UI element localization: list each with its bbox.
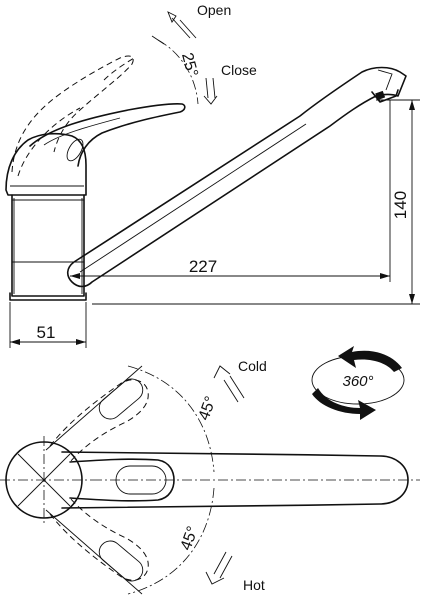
lever-handle-open-position <box>11 55 135 177</box>
dimension-length <box>70 100 391 282</box>
side-view: 227 140 51 25° Open <box>5 2 420 348</box>
open-angle-arc <box>157 39 199 105</box>
hot-angle-ray <box>45 509 143 595</box>
cartridge-cap <box>5 132 87 196</box>
close-arrow-icon <box>203 77 218 105</box>
dimension-height-label: 140 <box>391 191 410 219</box>
hot-label: Hot <box>243 577 265 593</box>
hot-arrow-icon <box>205 551 233 585</box>
lever-top <box>69 458 175 502</box>
cold-angle-label: 45° <box>196 394 220 423</box>
hot-angle-label: 45° <box>178 524 202 553</box>
top-view: 45° 45° Cold Hot 360° <box>0 346 420 595</box>
faucet-body <box>9 194 87 301</box>
open-arrow-icon <box>167 11 197 39</box>
dimension-height <box>92 99 420 305</box>
lever-handle <box>29 103 186 167</box>
open-angle-label: 25° <box>178 51 201 79</box>
dimension-length-label: 227 <box>189 257 217 276</box>
angle-tick-top <box>151 35 165 45</box>
close-label: Close <box>221 62 257 78</box>
rotation-icon <box>311 346 405 420</box>
open-label: Open <box>197 2 231 18</box>
rotation-label: 360° <box>342 373 373 390</box>
cold-label: Cold <box>238 358 267 374</box>
spout-top <box>61 451 420 509</box>
spout <box>66 66 407 288</box>
cold-angle-ray <box>45 365 143 451</box>
dimension-base <box>9 302 87 348</box>
cold-angle-arc <box>127 365 215 473</box>
hot-angle-arc <box>127 487 215 595</box>
dimension-base-label: 51 <box>37 323 56 342</box>
cold-arrow-icon <box>213 365 245 403</box>
base-circle <box>0 436 92 524</box>
